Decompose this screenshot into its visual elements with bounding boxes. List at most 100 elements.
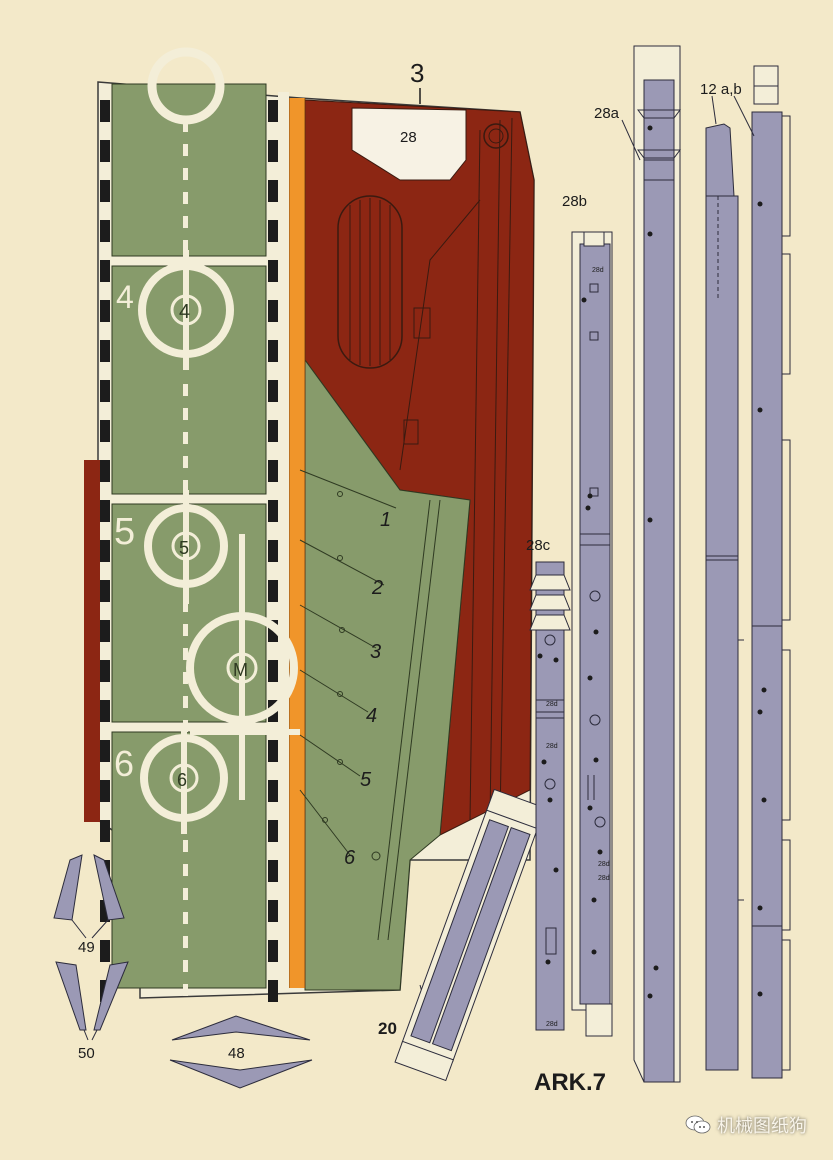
deck-stripe [289, 98, 305, 988]
edge-dash [268, 140, 278, 162]
centerline-dash [183, 480, 188, 492]
edge-dash [100, 300, 110, 322]
svg-text:28d: 28d [598, 875, 610, 882]
edge-dash [268, 500, 278, 522]
spot-mark-6: 6 [177, 770, 187, 790]
edge-dash [268, 100, 278, 122]
edge-dash [100, 820, 110, 842]
elevator-label: 28 [400, 129, 417, 146]
centerline-dash [183, 216, 188, 228]
watermark: 机械图纸狗 [685, 1112, 807, 1138]
edge-dash [100, 620, 110, 642]
landing-spots [138, 47, 300, 834]
part-28c-label: 28c [526, 537, 551, 554]
angled-deck [304, 358, 471, 991]
edge-dash [100, 540, 110, 562]
part-48-pieces [169, 1015, 313, 1089]
centerline-dash [183, 384, 188, 396]
edge-dash [100, 140, 110, 162]
fold-number-6: 6 [344, 847, 356, 869]
part-12a-strip [705, 123, 744, 1071]
edge-dash [268, 220, 278, 242]
edge-dash [100, 580, 110, 602]
centerline-dash [183, 696, 188, 708]
wechat-icon [685, 1115, 711, 1134]
spot-mark-4: 4 [179, 301, 190, 323]
spot-mark-m: M [233, 660, 248, 680]
centerline-dash [183, 984, 188, 996]
edge-dash [268, 300, 278, 322]
flight-deck-part [84, 47, 535, 1002]
edge-dash [100, 460, 110, 482]
deck-hatch [483, 123, 509, 149]
part-28c-strip [529, 561, 571, 1031]
edge-dash [100, 780, 110, 802]
part-50-label: 50 [78, 1045, 95, 1062]
centerline-dash [183, 840, 188, 852]
centerline-dash [183, 888, 188, 900]
centerline-dash [183, 408, 188, 420]
edge-dash [268, 180, 278, 202]
part-12b-strip [751, 65, 791, 1079]
spot-number-6: 6 [114, 743, 134, 784]
part-28b-strip [571, 231, 613, 1037]
part-49-label: 49 [78, 939, 95, 956]
spot-number-4: 4 [116, 279, 134, 315]
edge-dash [268, 540, 278, 562]
svg-text:28d: 28d [592, 267, 604, 274]
centerline-dash [183, 960, 188, 972]
edge-dash [100, 900, 110, 922]
edge-dash [100, 940, 110, 962]
part-28b-label: 28b [562, 193, 587, 210]
edge-dash [268, 260, 278, 282]
sheet-labels: 3 28 4 5 6 4 5 M 6 1 2 3 4 5 6 28a 28b 2… [78, 58, 742, 1096]
edge-dash [100, 180, 110, 202]
fold-number-2: 2 [371, 577, 383, 599]
part-20-label: 20 [378, 1019, 397, 1038]
fold-number-3: 3 [370, 641, 381, 663]
centerline-dash [183, 456, 188, 468]
edge-dash [268, 940, 278, 962]
edge-dash [100, 700, 110, 722]
deck-centerline [183, 120, 188, 996]
spot-number-5: 5 [114, 511, 135, 553]
edge-dash [268, 460, 278, 482]
centerline-dash [183, 864, 188, 876]
edge-dash [268, 820, 278, 842]
svg-text:28d: 28d [546, 743, 558, 750]
edge-dash [100, 340, 110, 362]
edge-dash [268, 980, 278, 1002]
edge-dash [268, 900, 278, 922]
edge-dash [100, 740, 110, 762]
edge-dash [100, 220, 110, 242]
centerline-dash [183, 600, 188, 612]
part-12-pointer [621, 95, 755, 161]
small-tags: 28d 28d 28d 28d 28d 28d [546, 267, 610, 1028]
centerline-dash [183, 624, 188, 636]
sheet-code: ARK.7 [534, 1069, 606, 1096]
centerline-dash [183, 144, 188, 156]
part-12ab-label: 12 a,b [700, 81, 742, 98]
edge-dash [100, 260, 110, 282]
fold-number-1: 1 [380, 509, 391, 531]
centerline-dash [183, 672, 188, 684]
edge-dash [100, 500, 110, 522]
edge-dash [268, 740, 278, 762]
centerline-dash [183, 192, 188, 204]
fold-number-5: 5 [360, 769, 372, 791]
hull-side-left [84, 460, 100, 822]
edge-dash [100, 420, 110, 442]
edge-dash [268, 340, 278, 362]
edge-dash [268, 860, 278, 882]
part-50-pieces [55, 961, 129, 1031]
centerline-dash [183, 240, 188, 252]
part-28a-strip [633, 45, 681, 1083]
fold-number-4: 4 [366, 705, 377, 727]
part-48-label: 48 [228, 1045, 245, 1062]
edge-dash [268, 420, 278, 442]
elevator-window [351, 107, 467, 181]
centerline-dash [183, 648, 188, 660]
deck-vent [337, 195, 403, 369]
part-20-strut [394, 788, 546, 1082]
centerline-dash [183, 936, 188, 948]
